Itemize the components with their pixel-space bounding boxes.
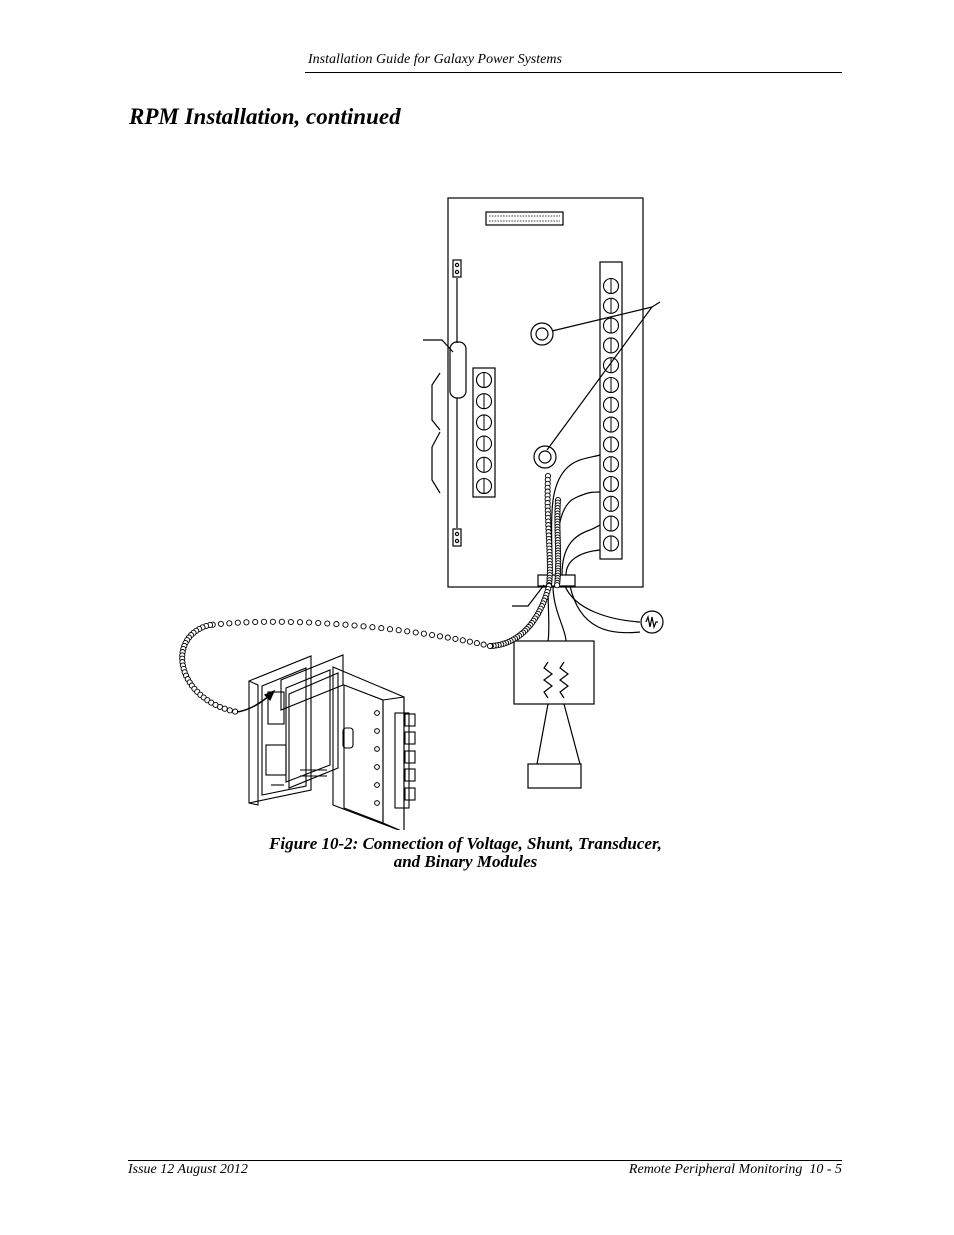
terminals-left: [475, 371, 493, 495]
footer-issue: Issue 12 August 2012: [128, 1162, 248, 1177]
section-title: RPM Installation, continued: [129, 104, 401, 129]
terminal-screw: [475, 477, 493, 495]
shunt-module: [513, 640, 595, 705]
binary-module: [248, 654, 416, 830]
jumper-top: [452, 259, 462, 278]
caption-line-2: and Binary Modules: [393, 852, 538, 871]
terminal-screw: [475, 456, 493, 473]
thermistor: [640, 610, 664, 634]
terminal-screw: [602, 515, 620, 532]
terminal-screw: [602, 416, 620, 433]
terminal-screw: [602, 475, 620, 493]
terminal-strip-left: [472, 367, 496, 498]
terminal-screw: [602, 456, 620, 473]
footer-page: Remote Peripheral Monitoring 10 - 5: [628, 1162, 842, 1177]
terminal-screw: [475, 435, 493, 452]
terminal-screw: [475, 371, 493, 389]
figure-caption: Figure 10-2: Connection of Voltage, Shun…: [200, 835, 731, 871]
mounting-hole-lower: [533, 445, 557, 469]
terminal-screw: [602, 337, 620, 354]
terminal-screw: [475, 393, 493, 410]
header-rule: [305, 72, 842, 73]
jumper-bottom: [452, 528, 462, 547]
terminal-screw: [475, 414, 493, 431]
terminal-screw: [602, 357, 620, 374]
caption-line-1: Figure 10-2: Connection of Voltage, Shun…: [269, 834, 662, 853]
terminal-screw: [602, 277, 620, 295]
connection-diagram: [179, 197, 664, 830]
fuse: [449, 341, 467, 399]
terminal-screw: [602, 376, 620, 394]
terminal-screw: [602, 396, 620, 413]
terminal-screw: [602, 436, 620, 453]
rpm-board: [447, 197, 644, 588]
ribbon-cable: [179, 472, 562, 715]
running-header: Installation Guide for Galaxy Power Syst…: [308, 52, 562, 67]
terminal-strip-right: [599, 261, 623, 560]
terminal-screw: [602, 297, 620, 314]
transducer-box: [527, 763, 582, 789]
terminals-right: [602, 277, 620, 552]
mounting-hole-upper: [530, 322, 554, 346]
ribbon-connector: [485, 211, 564, 226]
terminal-screw: [602, 495, 620, 512]
footer-rule: [128, 1160, 842, 1161]
terminal-screw: [602, 535, 620, 552]
terminal-screw: [602, 317, 620, 334]
